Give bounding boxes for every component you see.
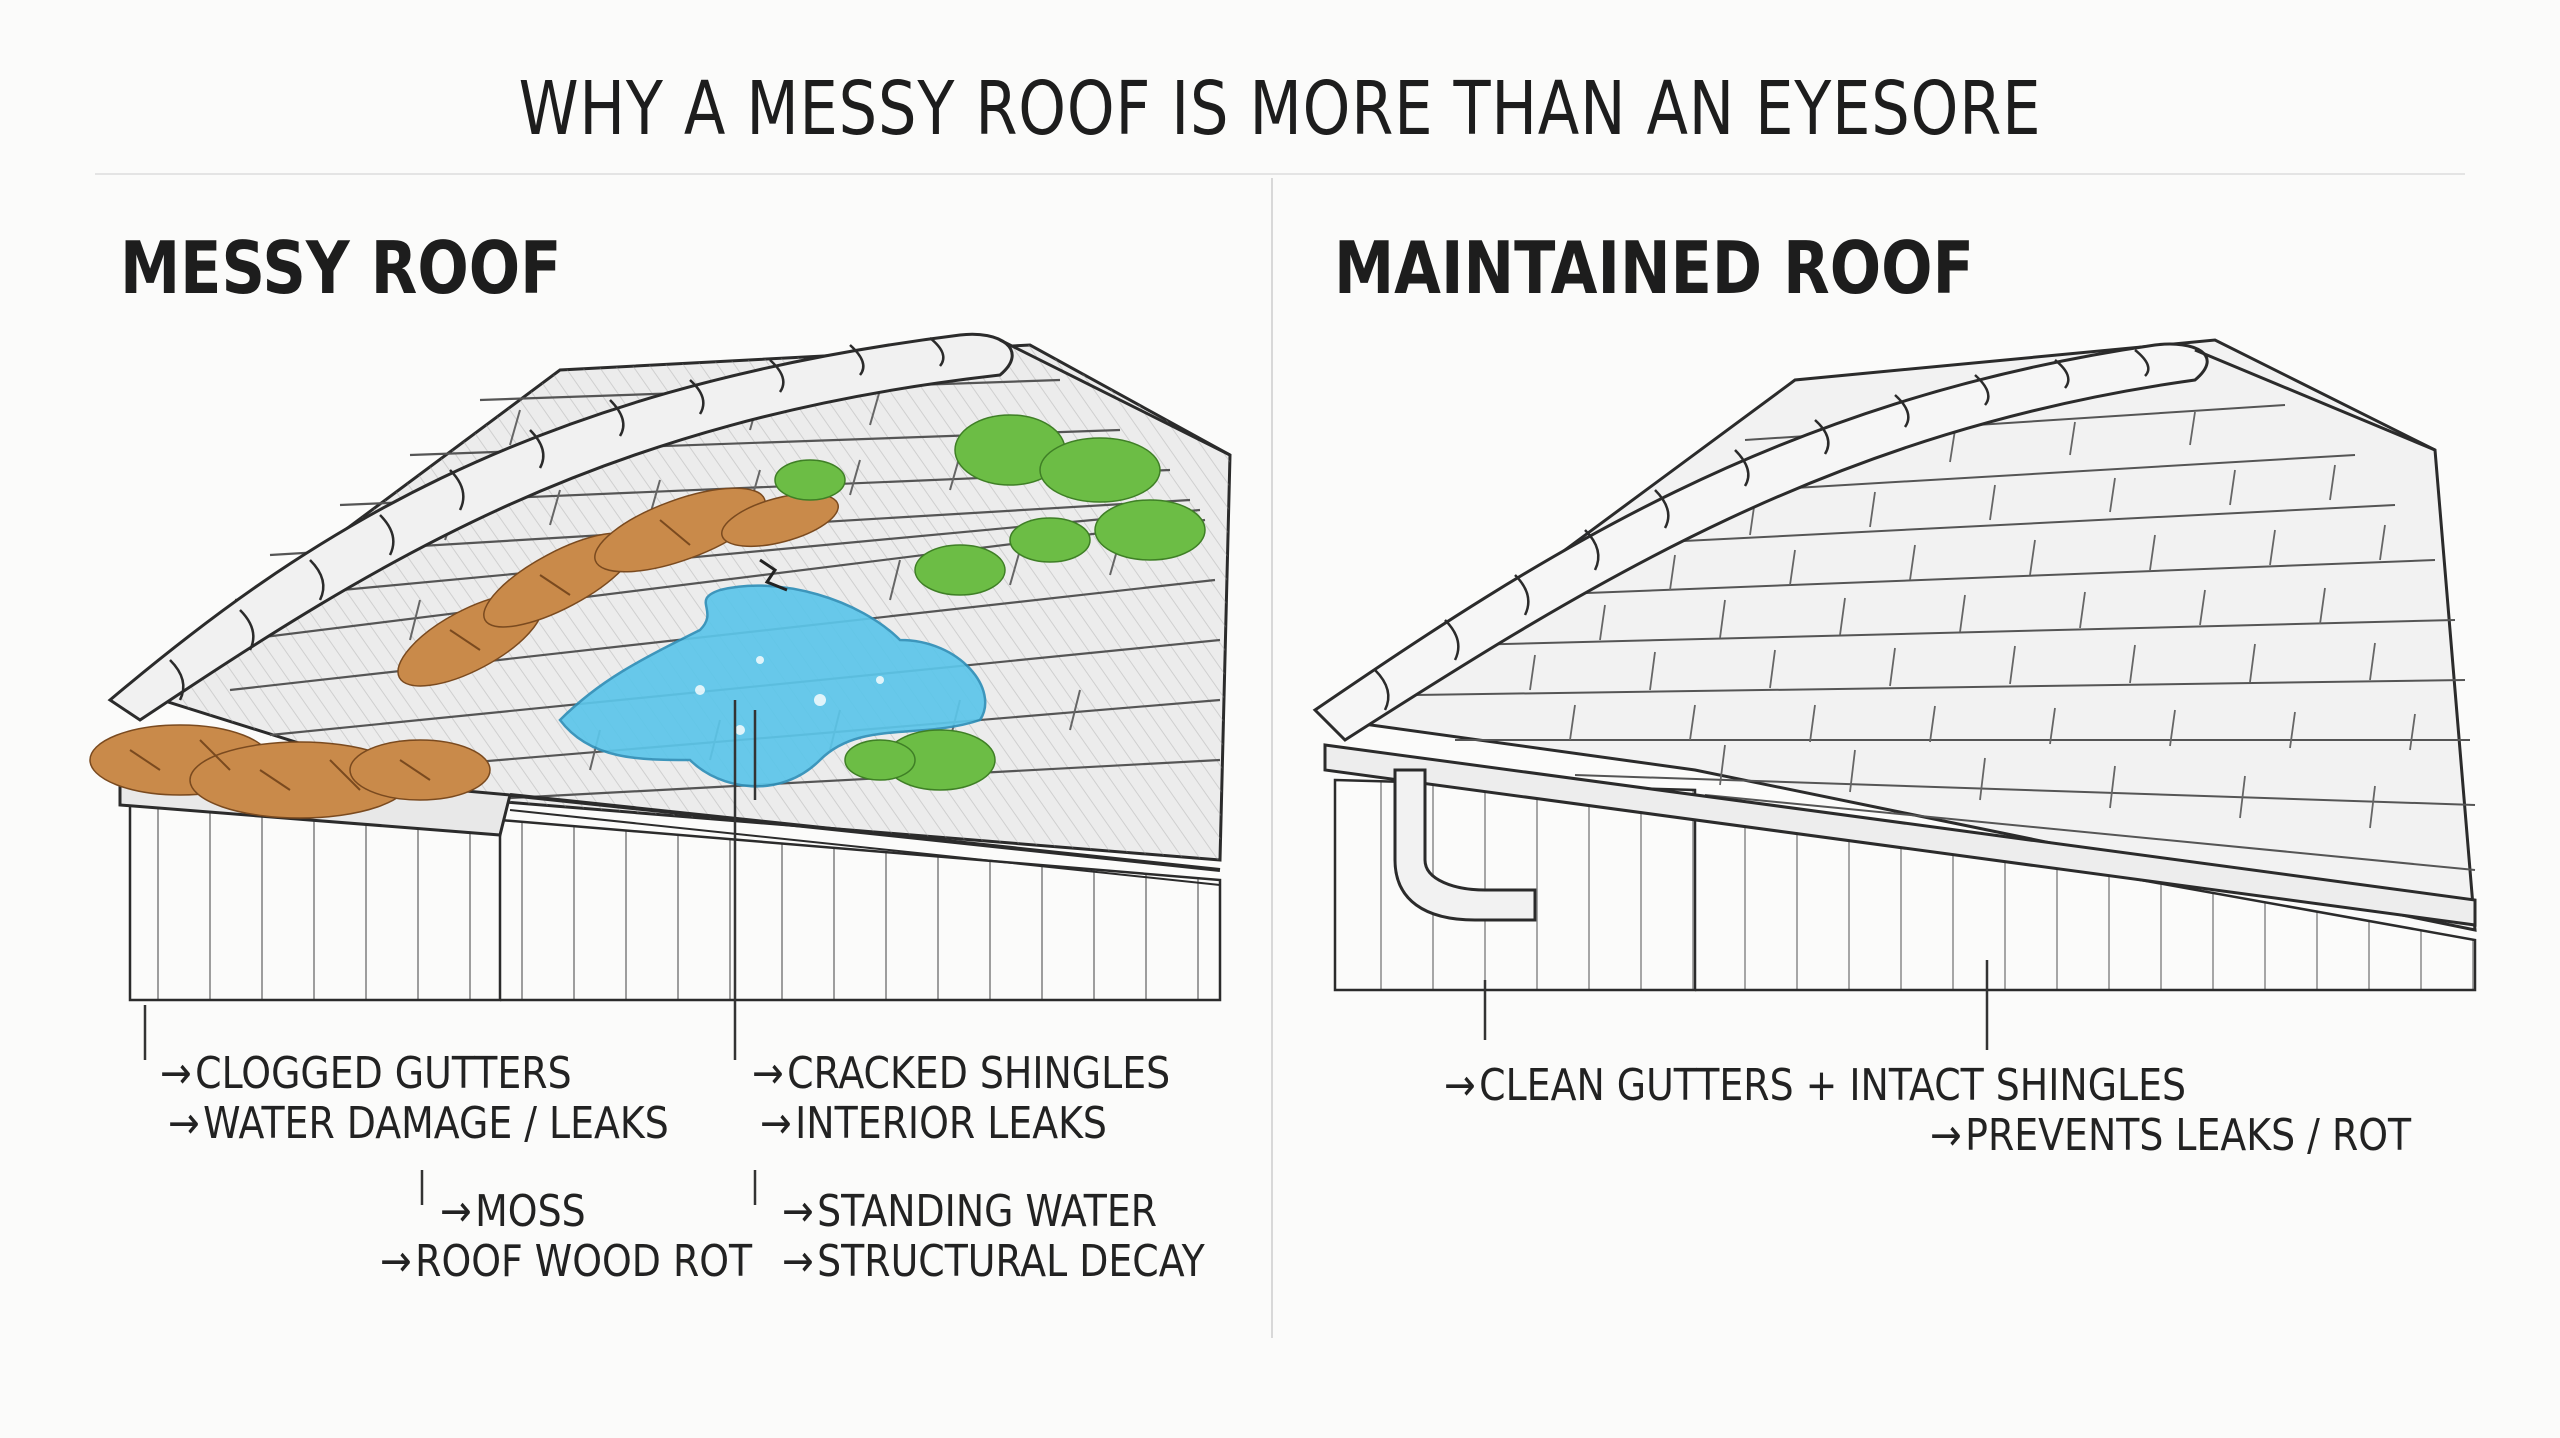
page-title: WHY A MESSY ROOF IS MORE THAN AN EYESORE [518,66,2042,152]
crack-mark [759,558,788,592]
panel-divider [1271,178,1273,1338]
ridge-cap [107,332,1231,722]
arrow-icon: → [160,1048,192,1099]
top-rule [95,173,2465,175]
label-roof-wood-rot: →ROOF WOOD ROT [380,1236,753,1287]
ridge-cap [1312,342,2436,742]
arrow-icon: → [782,1186,814,1237]
messy-roof-heading: MESSY ROOF [120,226,562,310]
shingle-rows [1414,404,2476,871]
maintained-roof-heading: MAINTAINED ROOF [1334,226,1974,310]
arrow-icon: → [760,1098,792,1149]
moss-icon [774,414,1206,791]
arrow-icon: → [752,1048,784,1099]
label-standing-water: →STANDING WATER [782,1186,1158,1237]
label-clean-gutters: →CLEAN GUTTERS + INTACT SHINGLES [1444,1060,2187,1111]
messy-roof-illustration [89,332,1232,1205]
arrow-icon: → [1930,1110,1962,1161]
label-interior-leaks: →INTERIOR LEAKS [760,1098,1107,1149]
shingle-seams [1529,411,2416,829]
label-prevents-leaks: →PREVENTS LEAKS / ROT [1930,1110,2412,1161]
label-moss: →MOSS [440,1186,586,1237]
arrow-icon: → [380,1236,412,1287]
label-cracked-shingles: →CRACKED SHINGLES [752,1048,1171,1099]
arrow-icon: → [440,1186,472,1237]
leaves-icon [89,487,839,819]
arrow-icon: → [1444,1060,1476,1111]
maintained-roof-illustration [1312,338,2477,1050]
downspout-icon [1393,768,1537,922]
leader-lines [143,700,757,1205]
arrow-icon: → [168,1098,200,1149]
label-clogged-gutters: →CLOGGED GUTTERS [160,1048,572,1099]
leaf-strokes [129,519,691,791]
clean-gutter [1323,743,2477,927]
leader-lines [1483,960,1989,1050]
label-structural-decay: →STRUCTURAL DECAY [782,1236,1205,1287]
arrow-icon: → [782,1236,814,1287]
water-puddle-icon [558,584,987,788]
label-water-damage: →WATER DAMAGE / LEAKS [168,1098,669,1149]
